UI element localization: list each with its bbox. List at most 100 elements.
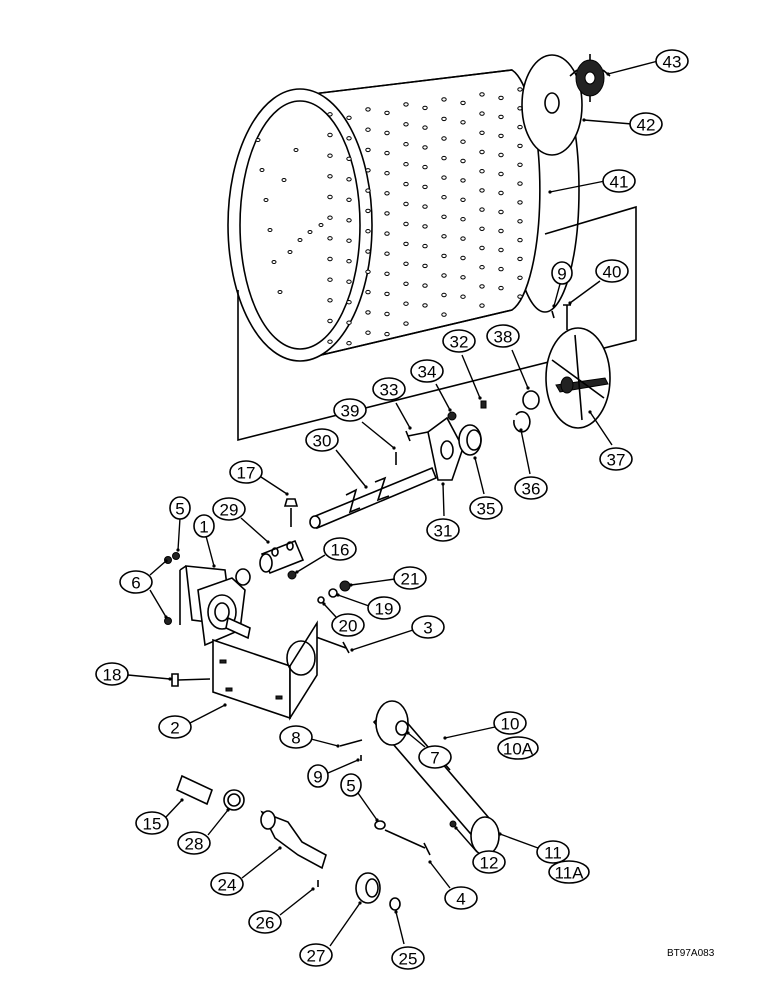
callout-arrowhead-c16 — [295, 570, 299, 574]
perforation-hole — [479, 303, 485, 308]
perforation-hole — [346, 279, 352, 284]
perforation-hole — [327, 236, 333, 241]
callout-arrowhead-c32 — [478, 396, 482, 400]
coupling-29 — [259, 539, 305, 575]
bat-37 — [545, 327, 611, 429]
perforation-hole — [365, 269, 371, 274]
perforation-hole — [441, 312, 447, 317]
perforation-hole — [403, 181, 409, 187]
callout-bubble-c30 — [305, 428, 339, 452]
callout-bubble-c41 — [602, 169, 636, 193]
perforation-hole — [479, 111, 485, 116]
callout-arrowhead-c9b — [356, 758, 360, 762]
callout-leader-c9b — [327, 759, 359, 774]
callout-label-c11: 11 — [544, 844, 562, 863]
callout-bubble-c43 — [655, 49, 689, 73]
callout-bubble-c26 — [248, 910, 282, 934]
callout-leader-c10 — [444, 726, 496, 739]
callout-bubble-c37 — [599, 447, 633, 471]
callout-arrowhead-c4 — [428, 860, 432, 864]
callout-label-c8: 8 — [291, 729, 300, 748]
perforation-hole — [327, 194, 333, 200]
callout-label-c5a: 5 — [175, 500, 184, 519]
perforation-hole — [327, 132, 333, 138]
callout-arrowhead-c6 — [164, 615, 168, 619]
callout-bubble-c9a — [551, 261, 573, 285]
callout-bubble-c42 — [629, 112, 663, 136]
perforation-hole — [441, 136, 447, 141]
perforation-hole — [479, 207, 485, 212]
nut-34 — [447, 411, 457, 421]
perforation-hole — [460, 217, 466, 222]
perforation-hole — [517, 124, 523, 130]
perforation-hole — [441, 175, 447, 180]
callout-bubble-c11 — [536, 840, 570, 864]
perforation-hole — [479, 245, 485, 251]
callout-label-c40: 40 — [603, 263, 622, 282]
perforation-hole — [460, 236, 466, 241]
perforation-hole — [517, 181, 523, 186]
callout-c27: 27 — [299, 943, 333, 967]
washer-19 — [328, 588, 338, 598]
callout-c28: 28 — [177, 831, 211, 855]
callout-label-c15: 15 — [143, 815, 162, 834]
pin-8 — [339, 739, 363, 747]
perforation-hole — [498, 209, 504, 215]
bolt-3 — [315, 636, 350, 654]
callout-arrowhead-c2 — [223, 703, 227, 707]
callout-bubble-c17 — [229, 460, 263, 484]
callout-bubble-c39 — [333, 398, 367, 422]
callout-arrowhead-c5a — [176, 548, 180, 552]
callout-bubble-c3 — [411, 615, 445, 639]
callout-leader-c32 — [461, 354, 481, 399]
perforation-hole-inner — [318, 223, 324, 227]
callout-arrowhead-c41 — [548, 190, 552, 194]
perforation-hole — [327, 112, 333, 117]
callout-arrowhead-c31 — [441, 482, 445, 486]
callout-bubble-c36 — [514, 476, 548, 500]
callout-bubble-c16 — [323, 537, 357, 561]
callout-bubble-c24 — [210, 872, 244, 896]
callout-arrowhead-c40 — [568, 301, 572, 305]
callout-bubble-c29 — [212, 497, 246, 521]
perforation-hole — [441, 253, 447, 259]
callout-c10: 10 — [493, 711, 527, 735]
callout-label-c32: 32 — [450, 333, 469, 352]
callout-leader-c6 — [149, 589, 167, 618]
perforation-hole-inner — [267, 228, 273, 232]
callout-bubble-c12 — [472, 850, 506, 874]
callout-c15: 15 — [135, 811, 169, 835]
callout-leader-c29 — [240, 517, 269, 543]
callout-c17: 17 — [229, 460, 263, 484]
callout-label-c9a: 9 — [557, 265, 566, 284]
perforation-hole — [346, 136, 352, 141]
perforation-hole — [422, 145, 428, 150]
callout-leader-c27 — [329, 902, 361, 947]
perforation-hole — [517, 275, 523, 280]
perforation-hole — [346, 218, 352, 223]
callout-label-c25: 25 — [399, 950, 418, 969]
perforation-hole — [403, 321, 409, 326]
callout-c5a: 5 — [169, 496, 191, 520]
bearing-35 — [458, 424, 482, 456]
mounting-plane — [237, 205, 637, 442]
callout-arrowhead-c10 — [443, 736, 447, 740]
hub-plate-42 — [521, 54, 583, 156]
callout-label-c27: 27 — [307, 947, 326, 966]
callout-arrowhead-c18 — [168, 677, 172, 681]
callout-c12: 12 — [472, 850, 506, 874]
callout-label-c42: 42 — [637, 116, 656, 135]
perforation-hole — [403, 201, 409, 207]
callout-leader-c30 — [335, 449, 367, 488]
hub-43 — [569, 54, 611, 102]
callout-label-c1: 1 — [199, 518, 208, 537]
perforation-hole — [384, 271, 390, 276]
callout-leader-c4 — [429, 861, 451, 889]
perforation-hole — [384, 171, 390, 176]
callout-c9a: 9 — [551, 261, 573, 285]
callout-c39: 39 — [333, 398, 367, 422]
callout-leader-c28 — [207, 809, 229, 836]
callout-leader-c38 — [511, 349, 529, 389]
